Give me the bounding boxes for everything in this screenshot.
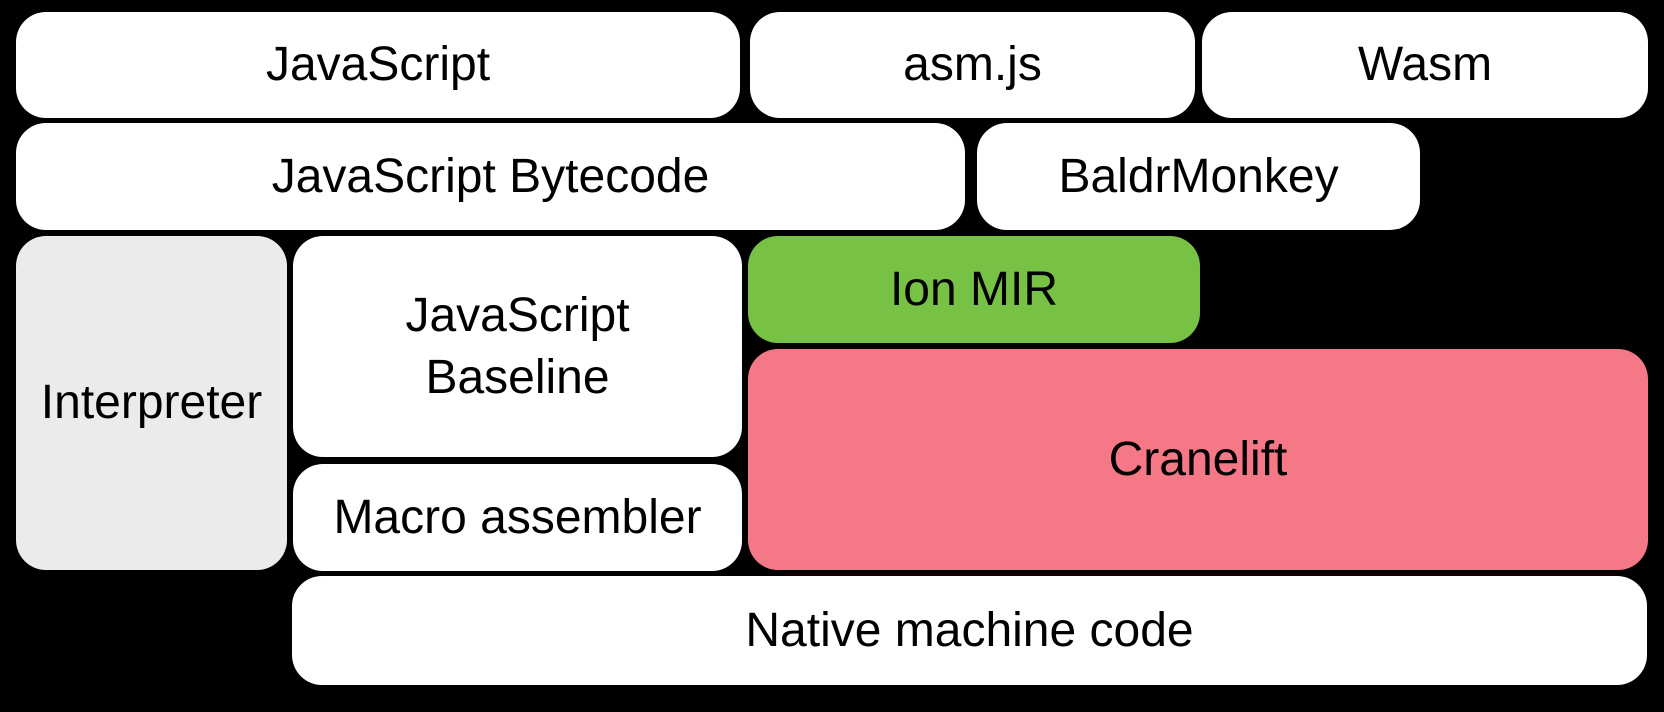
box-cranelift: Cranelift	[748, 349, 1648, 570]
box-interpreter: Interpreter	[16, 236, 287, 570]
box-javascript-bytecode: JavaScript Bytecode	[16, 123, 965, 230]
box-baldrmonkey: BaldrMonkey	[977, 123, 1420, 230]
box-ion-mir: Ion MIR	[748, 236, 1200, 343]
box-javascript-baseline: JavaScript Baseline	[293, 236, 742, 457]
box-macro-assembler: Macro assembler	[293, 464, 742, 571]
box-javascript: JavaScript	[16, 12, 740, 118]
box-native-machine-code: Native machine code	[292, 576, 1647, 685]
box-wasm: Wasm	[1202, 12, 1648, 118]
box-asmjs: asm.js	[750, 12, 1195, 118]
